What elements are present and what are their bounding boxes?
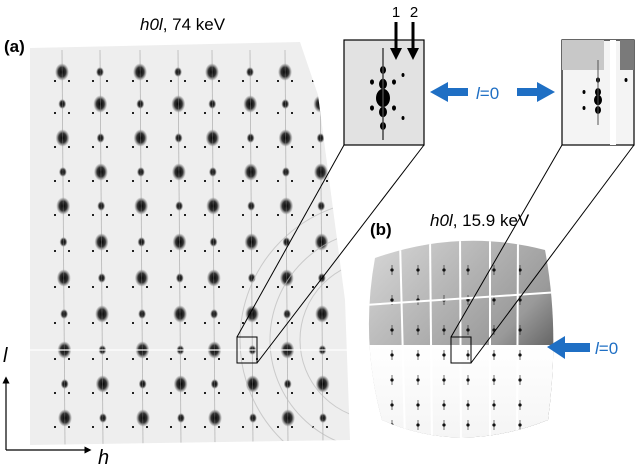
arrow-label-1: 1 — [392, 4, 400, 21]
panel-a-letter: (a) — [4, 37, 25, 56]
l-zero-rest-right: =0 — [599, 339, 618, 358]
arrow-label-2: 2 — [410, 4, 418, 21]
panel-b-title: h0l, 15.9 keV — [430, 211, 530, 230]
panel-a-title-rest: , 74 keV — [163, 15, 226, 34]
panel-b-title-rest: , 15.9 keV — [453, 211, 530, 230]
l-zero-rest-top: =0 — [480, 84, 499, 103]
svg-text:l=0: l=0 — [595, 339, 618, 358]
l-zero-right-arrow: l=0 — [547, 336, 618, 359]
svg-text:l=0: l=0 — [476, 84, 499, 103]
panel-b-title-italic: h0l — [430, 211, 454, 230]
axis-h-label: h — [98, 447, 109, 469]
inset-a-zoom — [343, 39, 425, 146]
panel-a-detector-image — [30, 42, 350, 445]
panel-b-detector-image — [368, 240, 554, 438]
inset-b-zoom — [561, 39, 635, 146]
inset-arrows: 1 2 — [390, 4, 419, 60]
zoom-region-b — [450, 144, 635, 364]
panel-a-title: h0l, 74 keV — [140, 15, 226, 34]
reciprocal-axes: l h — [2, 345, 109, 469]
panel-b-bragg-spots — [390, 265, 522, 430]
l-zero-double-arrow: l=0 — [430, 82, 555, 103]
l-zero-var-top: l — [476, 84, 481, 103]
zoom-region-a — [236, 144, 425, 364]
axis-l-label: l — [3, 345, 8, 367]
panel-a-title-italic: h0l — [140, 15, 164, 34]
l-zero-var-right: l — [595, 339, 600, 358]
panel-b-letter: (b) — [370, 220, 392, 239]
